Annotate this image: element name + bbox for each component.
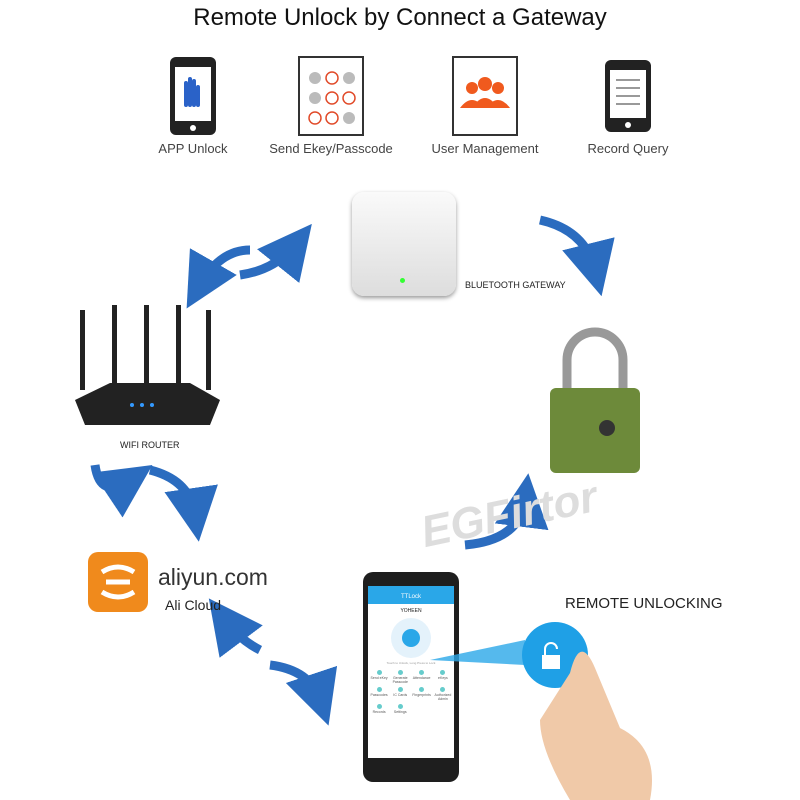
arrow xyxy=(208,598,263,658)
app-menu-item[interactable]: Attendance xyxy=(412,670,430,684)
arrow xyxy=(269,660,338,726)
menu-icon xyxy=(397,704,403,709)
app-menu-item[interactable]: Fingerprints xyxy=(412,687,431,701)
menu-label: IC Cards xyxy=(393,693,408,697)
menu-icon xyxy=(376,704,382,709)
hand-tap-image xyxy=(430,622,652,800)
unlock-button[interactable] xyxy=(391,618,431,658)
keypad-icon xyxy=(256,55,406,137)
menu-icon xyxy=(440,687,446,692)
arrow xyxy=(538,215,615,297)
feature-label: Send Ekey/Passcode xyxy=(269,141,393,156)
menu-icon xyxy=(419,670,425,675)
gateway-device xyxy=(352,192,456,296)
feature-label: User Management xyxy=(431,141,539,156)
unlock-hint: Touch to Unlock, Long Press to Lock xyxy=(386,661,436,665)
menu-icon xyxy=(376,687,382,692)
gateway-label: BLUETOOTH GATEWAY xyxy=(465,280,566,290)
menu-label: eKeys xyxy=(438,676,448,680)
arrow xyxy=(239,223,312,283)
menu-label: Authorized Admin xyxy=(434,693,452,701)
padlock-image xyxy=(550,327,640,473)
lock-icon xyxy=(402,629,420,647)
arrow xyxy=(186,245,251,309)
cloud-brand: aliyun.com xyxy=(158,564,268,590)
arrow xyxy=(90,464,153,518)
feature-label: Record Query xyxy=(587,141,669,156)
menu-icon xyxy=(440,670,446,675)
menu-icon xyxy=(397,687,403,692)
menu-label: Fingerprints xyxy=(412,693,431,697)
phone-app: TTLock YOHEEN Touch to Unlock, Long Pres… xyxy=(363,572,459,782)
app-menu-item[interactable]: Generate Passcode xyxy=(391,670,409,684)
feature-app-unlock: APP Unlock xyxy=(118,55,268,156)
app-menu-item[interactable]: eKeys xyxy=(434,670,452,684)
app-menu-item[interactable]: IC Cards xyxy=(391,687,409,701)
router-device xyxy=(75,305,220,425)
menu-icon xyxy=(397,670,403,675)
menu-label: Records xyxy=(372,710,386,714)
menu-label: Attendance xyxy=(412,676,431,680)
app-menu-item[interactable]: Settings xyxy=(391,704,409,714)
feature-send-ekey: Send Ekey/Passcode xyxy=(256,55,406,156)
menu-label: Generate Passcode xyxy=(392,676,408,684)
remote-label: REMOTE UNLOCKING xyxy=(565,595,723,612)
app-menu-item[interactable]: Passcodes xyxy=(370,687,388,701)
router-label: WIFI ROUTER xyxy=(120,440,180,450)
menu-label: Send eKey xyxy=(370,676,388,680)
phone-document-icon xyxy=(553,55,703,137)
feature-user-management: User Management xyxy=(410,55,560,156)
aliyun-logo xyxy=(88,552,148,612)
app-menu-item[interactable]: Send eKey xyxy=(370,670,388,684)
app-menu-item[interactable]: Authorized Admin xyxy=(434,687,452,701)
app-menu-item[interactable]: Records xyxy=(370,704,388,714)
phone-hand-icon xyxy=(118,55,268,137)
menu-label: Settings xyxy=(393,710,407,714)
status-led xyxy=(400,278,405,283)
app-title: TTLock xyxy=(368,586,454,604)
arrow xyxy=(464,473,549,550)
menu-icon xyxy=(376,670,382,675)
feature-label: APP Unlock xyxy=(158,141,228,156)
arrow xyxy=(148,465,218,542)
users-icon xyxy=(410,55,560,137)
menu-label: Passcodes xyxy=(370,693,388,697)
page-title: Remote Unlock by Connect a Gateway xyxy=(193,4,607,31)
cloud-label: Ali Cloud xyxy=(165,597,222,613)
feature-record-query: Record Query xyxy=(553,55,703,156)
device-name: YOHEEN xyxy=(400,608,422,614)
menu-icon xyxy=(419,687,425,692)
